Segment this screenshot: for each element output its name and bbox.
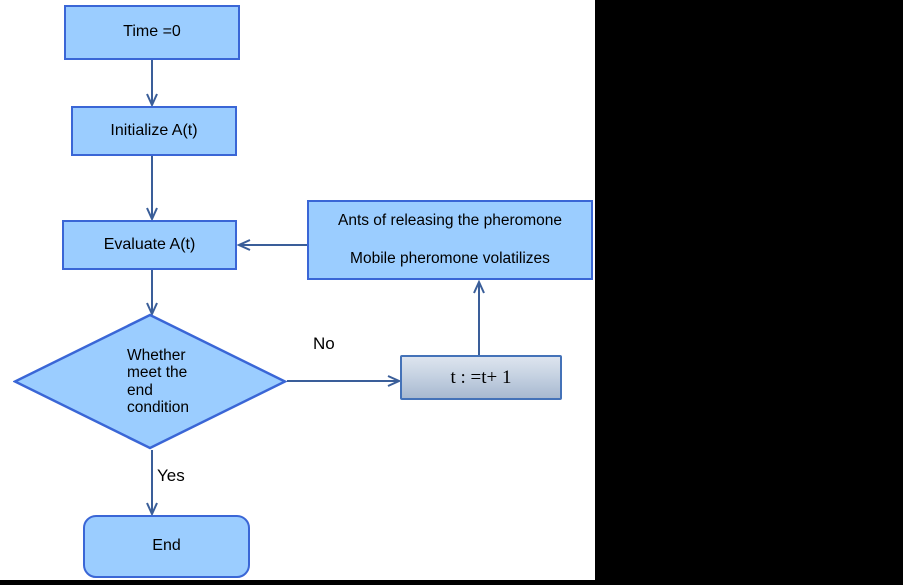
node-initialize-label: Initialize A(t) <box>110 121 198 139</box>
node-end-label: End <box>152 537 181 555</box>
node-increment[interactable]: t : =t+ 1 <box>400 355 562 400</box>
node-decision-label-line1: Whether <box>126 346 186 364</box>
node-decision-label-line4: condition <box>126 398 190 416</box>
node-end[interactable]: End <box>83 515 250 578</box>
node-pheromone-label-line2: Mobile pheromone volatilizes <box>350 250 550 268</box>
node-increment-label: t : =t+ 1 <box>450 366 512 388</box>
node-start-label: Time =0 <box>123 23 181 41</box>
edge-label-no: No <box>313 334 335 353</box>
node-start[interactable]: Time =0 <box>64 5 240 60</box>
node-evaluate[interactable]: Evaluate A(t) <box>62 220 237 270</box>
node-decision[interactable]: Whether meet the end condition <box>12 313 288 450</box>
node-decision-label-line2: meet the <box>126 364 188 382</box>
node-evaluate-label: Evaluate A(t) <box>103 235 196 253</box>
node-decision-label: Whether meet the end condition <box>13 313 287 450</box>
node-initialize[interactable]: Initialize A(t) <box>71 106 237 156</box>
node-pheromone-label-line1: Ants of releasing the pheromone <box>337 212 563 230</box>
edge-label-yes: Yes <box>157 466 185 485</box>
drawing-canvas <box>0 0 595 580</box>
node-decision-label-line3: end <box>126 381 153 399</box>
diamond-shape <box>12 313 288 450</box>
node-pheromone[interactable]: Ants of releasing the pheromone Mobile p… <box>307 200 593 280</box>
